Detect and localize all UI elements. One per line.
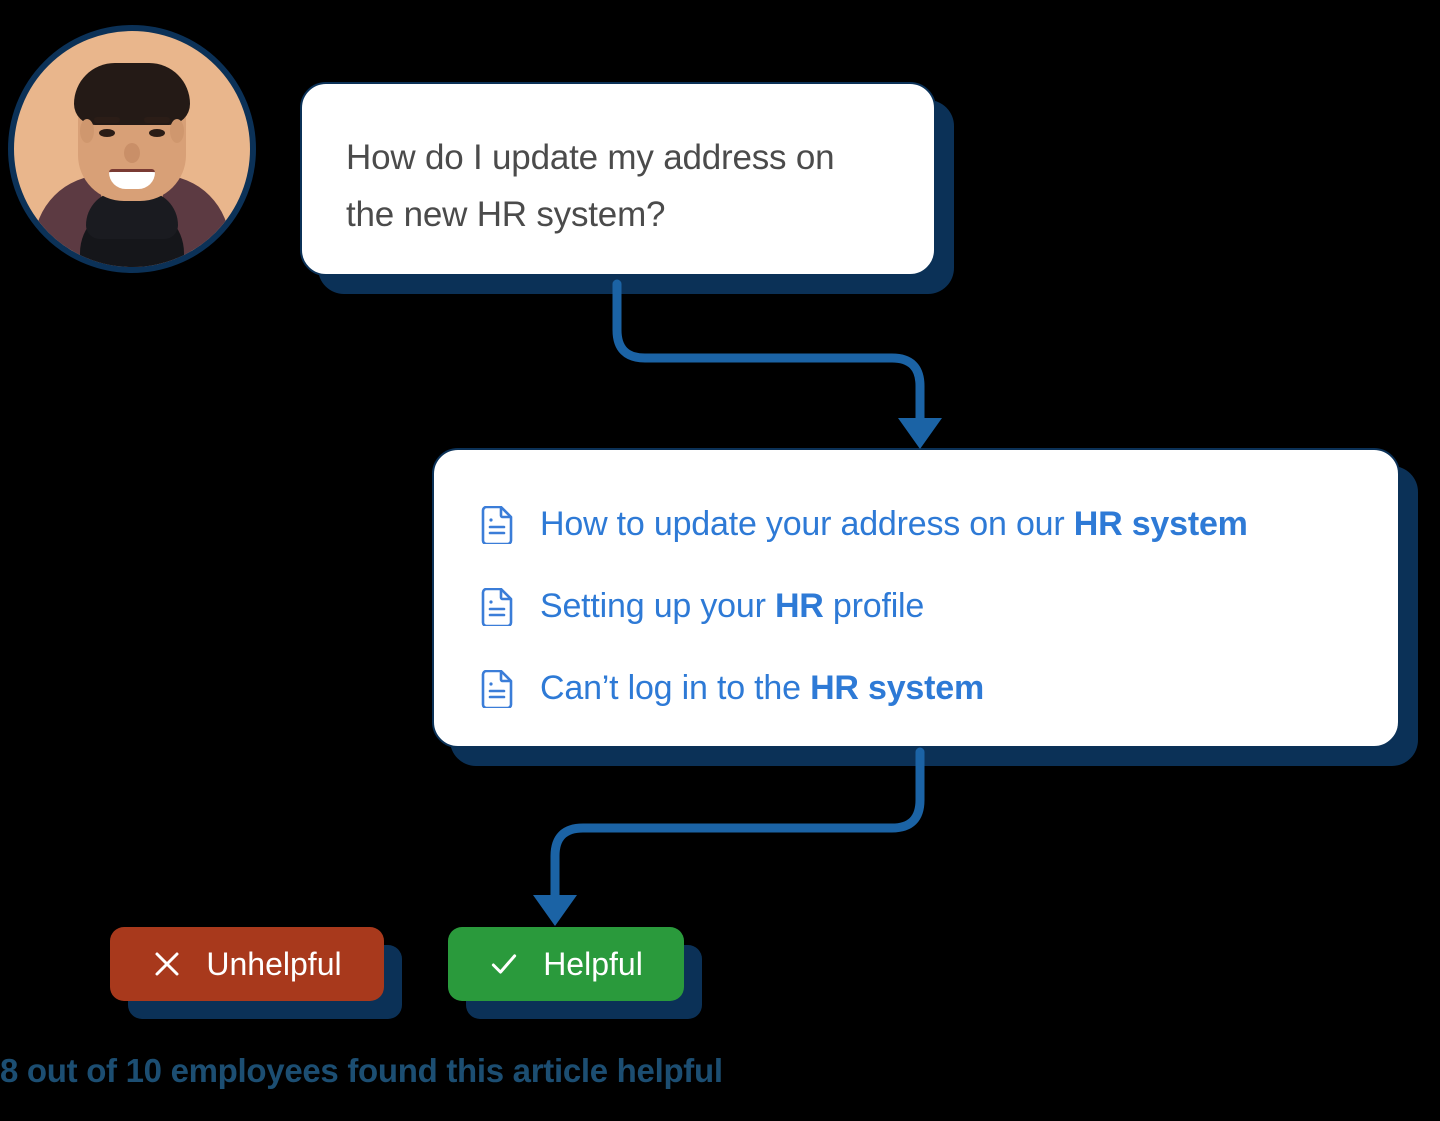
results-to-helpful-arrow (533, 747, 925, 926)
helpful-button[interactable]: Helpful (448, 927, 684, 1001)
document-icon (481, 588, 513, 626)
avatar-mouth (109, 169, 155, 189)
result-link-2-text: Setting up your (540, 587, 775, 626)
result-link-3-text: Can’t log in to the (540, 669, 811, 708)
result-item-1[interactable]: How to update your address on our HR sys… (480, 506, 1358, 544)
result-link-2-bold: HR (774, 587, 824, 626)
avatar-nose (124, 143, 140, 163)
question-bubble: How do I update my address on the new HR… (300, 82, 936, 276)
unhelpful-button[interactable]: Unhelpful (110, 927, 384, 1001)
result-link-3[interactable]: Can’t log in to the HR system (540, 670, 984, 707)
result-link-2-tail: profile (823, 587, 925, 626)
employee-avatar (8, 25, 256, 273)
result-item-3[interactable]: Can’t log in to the HR system (480, 670, 1358, 708)
document-icon (481, 506, 513, 544)
avatar-ear-left (80, 119, 94, 143)
result-link-3-bold: HR system (810, 669, 985, 708)
question-text: How do I update my address on the new HR… (346, 138, 835, 234)
result-link-1-text: How to update your address on our (540, 505, 1074, 544)
results-card: How to update your address on our HR sys… (432, 448, 1400, 748)
close-x-icon (155, 952, 179, 976)
result-link-1-bold: HR system (1073, 505, 1248, 544)
unhelpful-button-label: Unhelpful (206, 945, 342, 982)
document-icon (481, 670, 513, 708)
helpfulness-caption: 8 out of 10 employees found this article… (0, 1052, 723, 1089)
question-to-results-arrow (612, 279, 942, 449)
avatar-hair (74, 63, 190, 125)
check-icon (492, 954, 517, 974)
result-link-1[interactable]: How to update your address on our HR sys… (540, 506, 1248, 543)
avatar-eye-right (149, 129, 165, 137)
result-link-2[interactable]: Setting up your HR profile (540, 588, 924, 625)
avatar-brow-left (94, 117, 120, 123)
avatar-brow-right (144, 117, 170, 123)
result-item-2[interactable]: Setting up your HR profile (480, 588, 1358, 626)
avatar-ear-right (170, 119, 184, 143)
helpful-button-label: Helpful (543, 945, 643, 982)
avatar-eye-left (99, 129, 115, 137)
